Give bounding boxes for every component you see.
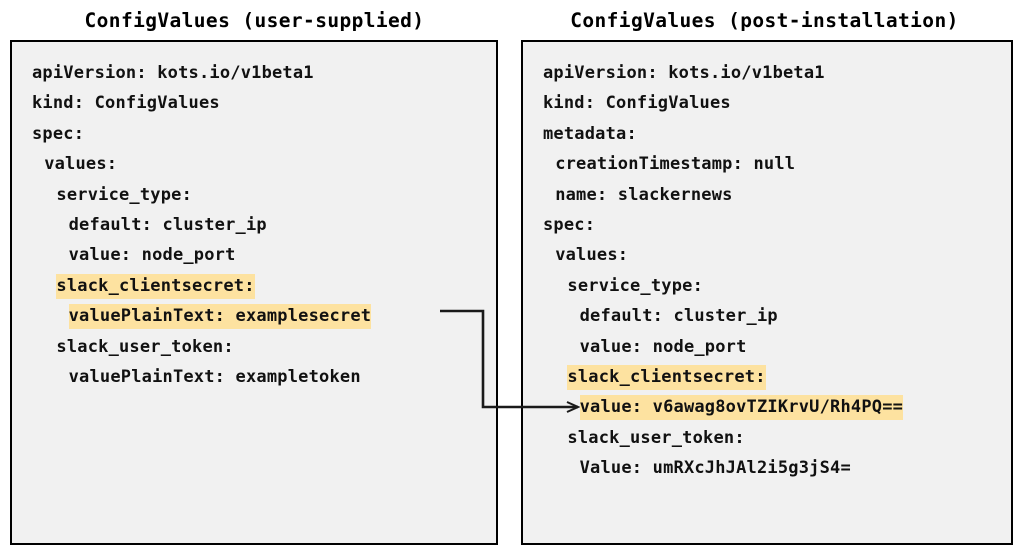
code-line: kind: ConfigValues	[32, 88, 492, 118]
code-text: service_type:	[567, 275, 704, 296]
code-text: slack_user_token:	[567, 427, 745, 448]
code-text: kind: ConfigValues	[543, 93, 731, 114]
code-box-user-supplied: apiVersion: kots.io/v1beta1 kind: ConfigV…	[10, 40, 498, 545]
code-line: slack_clientsecret:	[32, 271, 492, 301]
code-text: value: node_port	[68, 245, 236, 266]
code-text-highlighted: value: v6awag8ovTZIKrvU/Rh4PQ==	[579, 395, 904, 421]
code-line: value: node_port	[543, 332, 1007, 362]
code-text: kind: ConfigValues	[32, 93, 220, 114]
code-lines-user-supplied: apiVersion: kots.io/v1beta1 kind: ConfigV…	[32, 58, 492, 392]
code-line: service_type:	[32, 180, 492, 210]
code-line: Value: umRXcJhJAl2i5g3jS4=	[543, 453, 1007, 483]
code-text: name: slackernews	[555, 184, 733, 205]
code-line: name: slackernews	[543, 180, 1007, 210]
code-line: slack_user_token:	[543, 423, 1007, 453]
code-text: apiVersion: kots.io/v1beta1	[543, 63, 825, 83]
code-line: default: cluster_ip	[543, 301, 1007, 331]
code-text: service_type:	[56, 184, 193, 205]
code-line: values:	[32, 149, 492, 179]
code-line: valuePlainText: exampletoken	[32, 362, 492, 392]
code-text: spec:	[32, 123, 85, 144]
code-text: slack_user_token:	[56, 336, 234, 357]
code-line: values:	[543, 240, 1007, 270]
code-line: kind: ConfigValues	[543, 88, 1007, 118]
code-lines-post-installation: apiVersion: kots.io/v1beta1 kind: ConfigV…	[543, 58, 1007, 483]
code-text: valuePlainText: exampletoken	[68, 366, 361, 387]
code-text-highlighted: slack_clientsecret:	[56, 273, 255, 299]
code-line: spec:	[32, 119, 492, 149]
code-text: metadata:	[543, 123, 637, 144]
code-line: slack_clientsecret:	[543, 362, 1007, 392]
panel-user-supplied: ConfigValues (user-supplied) apiVersion:…	[0, 0, 509, 559]
code-line: creationTimestamp: null	[543, 149, 1007, 179]
code-line: apiVersion: kots.io/v1beta1	[543, 58, 1007, 88]
code-line: value: v6awag8ovTZIKrvU/Rh4PQ==	[543, 392, 1007, 422]
code-text: values:	[44, 154, 118, 175]
code-text-highlighted: slack_clientsecret:	[567, 364, 766, 390]
code-line: apiVersion: kots.io/v1beta1	[32, 58, 492, 88]
code-line: service_type:	[543, 271, 1007, 301]
code-text: value: node_port	[579, 336, 747, 357]
panel-title-post-installation: ConfigValues (post-installation)	[570, 9, 959, 32]
code-line: metadata:	[543, 119, 1007, 149]
code-text: values:	[555, 245, 629, 266]
code-line: value: node_port	[32, 240, 492, 270]
code-text: creationTimestamp: null	[555, 154, 796, 175]
code-text: default: cluster_ip	[68, 214, 267, 235]
panel-title-user-supplied: ConfigValues (user-supplied)	[84, 9, 425, 32]
code-line: valuePlainText: examplesecret	[32, 301, 492, 331]
code-text: spec:	[543, 214, 596, 235]
panel-post-installation: ConfigValues (post-installation) apiVers…	[510, 0, 1019, 559]
code-text: apiVersion: kots.io/v1beta1	[32, 63, 314, 83]
code-box-post-installation: apiVersion: kots.io/v1beta1 kind: ConfigV…	[521, 40, 1013, 545]
code-line: default: cluster_ip	[32, 210, 492, 240]
code-line: slack_user_token:	[32, 332, 492, 362]
code-text: Value: umRXcJhJAl2i5g3jS4=	[579, 458, 851, 479]
code-text-highlighted: valuePlainText: examplesecret	[68, 304, 372, 330]
code-text: default: cluster_ip	[579, 306, 778, 327]
code-line: spec:	[543, 210, 1007, 240]
